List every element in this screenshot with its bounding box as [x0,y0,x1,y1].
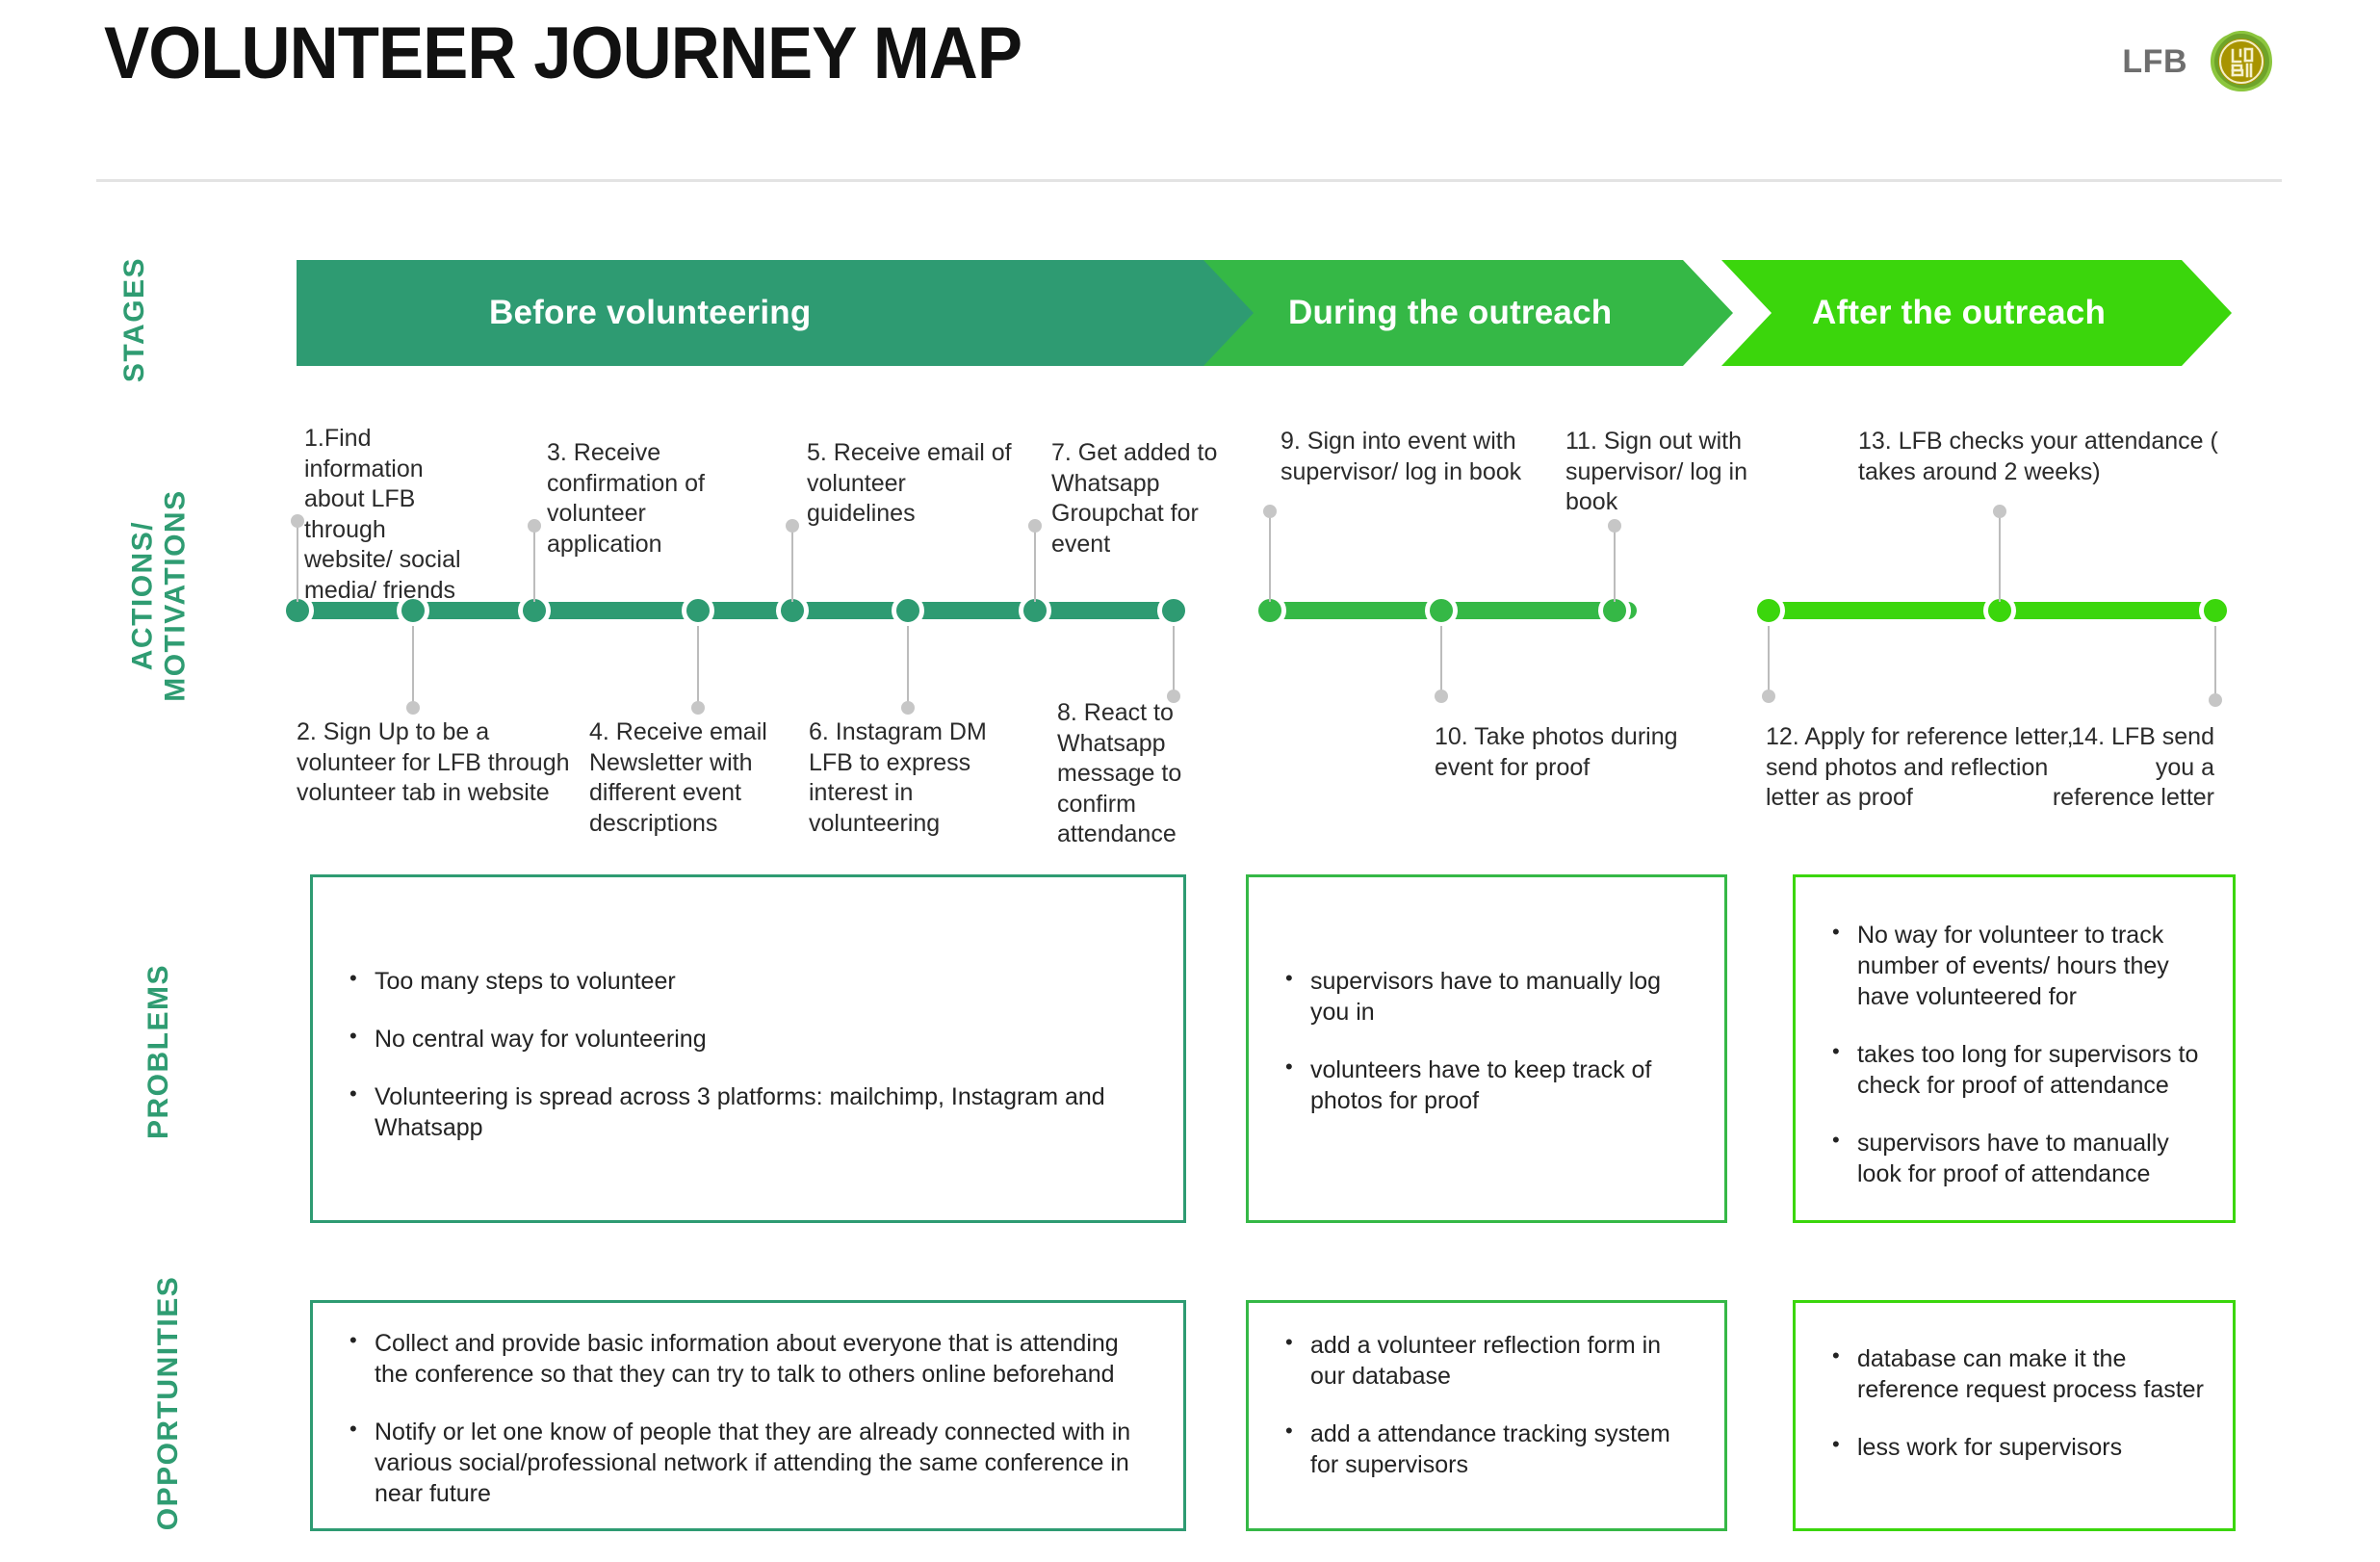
leader-line-13 [1999,510,2001,602]
leader-dot-12 [1762,690,1775,703]
list-item: supervisors have to manually log you in [1281,965,1695,1028]
journey-node-8[interactable] [1157,594,1190,627]
leader-line-5 [791,525,793,602]
step-label-9: 9. Sign into event with supervisor/ log … [1281,428,1522,485]
list-item: takes too long for supervisors to check … [1828,1038,2208,1101]
track-line-stage1 [289,602,1184,619]
step-label-8: 8. React to Whatsapp message to confirm … [1057,699,1182,847]
list-item: No way for volunteer to track number of … [1828,919,2208,1012]
list-item: add a volunteer reflection form in our d… [1281,1329,1699,1392]
leader-line-9 [1269,510,1271,602]
step-label-12: 12. Apply for reference letter, send pho… [1766,723,2074,811]
opportunities-list-stage1: Collect and provide basic information ab… [346,1327,1154,1509]
lfb-logo-icon [2209,29,2274,94]
rail-label-problems: PROBLEMS [142,964,174,1140]
problems-panel-stage2: supervisors have to manually log you in … [1246,874,1727,1223]
leader-line-2 [412,626,414,708]
list-item: add a attendance tracking system for sup… [1281,1418,1699,1480]
stage-label-before: Before volunteering [489,294,812,331]
stage-label-after: After the outreach [1812,294,2107,331]
leader-line-6 [907,626,909,708]
brand-name: LFB [2122,42,2187,80]
leader-dot-6 [901,701,915,715]
leader-dot-3 [528,519,541,533]
leader-dot-13 [1993,505,2006,518]
step-label-2: 2. Sign Up to be a volunteer for LFB thr… [297,718,570,806]
leader-line-11 [1614,525,1616,602]
step-label-3: 3. Receive confirmation of volunteer app… [547,439,705,558]
leader-line-8 [1173,626,1175,695]
journey-node-6[interactable] [892,594,924,627]
rail-label-opportunities: OPPORTUNITIES [152,1275,184,1531]
list-item: less work for supervisors [1828,1431,2208,1463]
leader-dot-1 [291,514,304,528]
step-label-5: 5. Receive email of volunteer guidelines [807,439,1012,527]
leader-dot-11 [1608,519,1621,533]
list-item: Too many steps to volunteer [346,965,1151,997]
rail-label-actions-line1: ACTIONS/ [126,520,159,671]
list-item: volunteers have to keep track of photos … [1281,1054,1695,1116]
list-item: Notify or let one know of people that th… [346,1416,1154,1509]
brand-lockup: LFB [2122,29,2274,94]
list-item: supervisors have to manually look for pr… [1828,1127,2208,1189]
journey-node-10[interactable] [1425,594,1458,627]
journey-node-2[interactable] [397,594,429,627]
step-label-4: 4. Receive email Newsletter with differe… [589,718,767,837]
page-title: VOLUNTEER JOURNEY MAP [104,13,1022,94]
step-label-10: 10. Take photos during event for proof [1435,723,1678,781]
leader-line-14 [2214,626,2216,699]
step-label-1: 1.Find information about LFB through web… [304,425,461,604]
leader-dot-2 [406,701,420,715]
opportunities-panel-stage2: add a volunteer reflection form in our d… [1246,1300,1727,1531]
leader-dot-4 [691,701,705,715]
problems-list-stage2: supervisors have to manually log you in … [1281,965,1695,1116]
step-label-6: 6. Instagram DM LFB to express interest … [809,718,987,837]
problems-panel-stage3: No way for volunteer to track number of … [1793,874,2236,1223]
journey-node-14[interactable] [2199,594,2232,627]
list-item: database can make it the reference reque… [1828,1342,2208,1405]
stage-chevron-before[interactable]: Before volunteering [297,260,1259,366]
leader-line-4 [697,626,699,708]
step-label-7: 7. Get added to Whatsapp Groupchat for e… [1051,439,1218,558]
journey-node-12[interactable] [1752,594,1785,627]
problems-panel-stage1: Too many steps to volunteer No central w… [310,874,1186,1223]
leader-line-1 [297,520,298,602]
opportunities-panel-stage3: database can make it the reference reque… [1793,1300,2236,1531]
journey-node-7[interactable] [1019,594,1051,627]
leader-dot-7 [1028,519,1042,533]
opportunities-list-stage2: add a volunteer reflection form in our d… [1281,1329,1699,1480]
leader-line-10 [1440,626,1442,695]
leader-line-12 [1768,626,1770,695]
problems-list-stage3: No way for volunteer to track number of … [1828,919,2208,1189]
leader-line-3 [533,525,535,602]
rail-label-actions-motivations: ACTIONS/ MOTIVATIONS [126,471,191,721]
stage-chevron-during[interactable]: During the outreach [1203,260,1733,366]
step-label-11: 11. Sign out with supervisor/ log in boo… [1565,428,1747,515]
stage-banner-row: Before volunteering During the outreach … [0,260,2380,366]
problems-list-stage1: Too many steps to volunteer No central w… [346,965,1151,1143]
leader-dot-10 [1435,690,1448,703]
list-item: Volunteering is spread across 3 platform… [346,1080,1151,1143]
step-label-13: 13. LFB checks your attendance ( takes a… [1858,428,2218,485]
stage-label-during: During the outreach [1288,294,1613,331]
list-item: Collect and provide basic information ab… [346,1327,1154,1390]
leader-dot-5 [786,519,799,533]
leader-dot-8 [1167,690,1180,703]
header-divider [96,179,2282,182]
leader-dot-14 [2209,693,2222,707]
journey-node-4[interactable] [682,594,714,627]
step-label-14: 14. LFB send you a reference letter [2052,723,2214,811]
page-header: VOLUNTEER JOURNEY MAP LFB [0,0,2380,182]
leader-dot-9 [1263,505,1277,518]
leader-line-7 [1034,525,1036,602]
opportunities-panel-stage1: Collect and provide basic information ab… [310,1300,1186,1531]
list-item: No central way for volunteering [346,1023,1151,1054]
opportunities-list-stage3: database can make it the reference reque… [1828,1342,2208,1463]
stage-chevron-after[interactable]: After the outreach [1721,260,2232,366]
rail-label-actions-line2: MOTIVATIONS [159,489,191,702]
